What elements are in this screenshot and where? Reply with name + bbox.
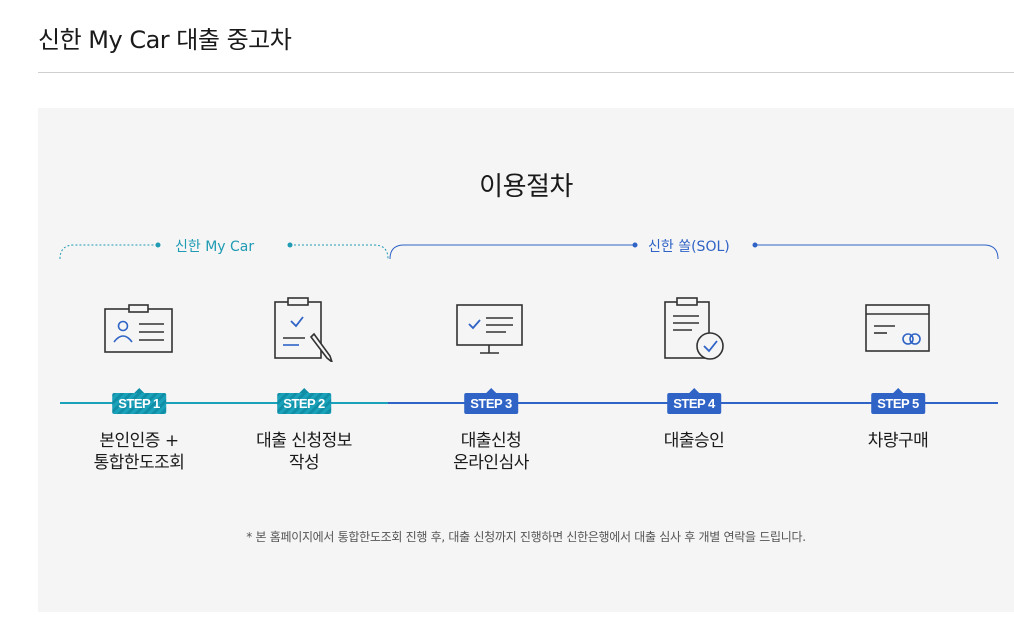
step-badge-4: STEP 4 [667,388,721,414]
clipboard-approved-icon [664,297,724,360]
step-label-line: 대출승인 [663,431,725,451]
step-label-line: 차량구매 [867,431,929,451]
step-label-4: 대출승인 [664,430,725,452]
group-label-mycar: 신한 My Car [169,238,261,256]
step-label-5: 차량구매 [868,430,929,452]
step-badge-2: STEP 2 [277,388,331,414]
step-label-line: 대출 신청정보 [256,431,352,451]
title-divider [38,72,1014,73]
step-label-line: 작성 [288,453,320,473]
step-label-line: 온라인심사 [453,453,529,473]
id-card-icon [104,304,173,353]
step-badge-3: STEP 3 [464,388,518,414]
group-label-sol: 신한 쏠(SOL) [642,238,736,256]
step-label-line: 대출신청 [460,431,522,451]
procedure-panel: 이용절차 신한 My Car 신한 쏠(SOL) [38,108,1014,612]
page-title: 신한 My Car 대출 중고차 [38,26,292,54]
step-label-1: 본인인증 + 통합한도조회 [94,430,185,474]
clipboard-pen-icon [274,297,333,362]
step-label-2: 대출 신청정보 작성 [256,430,352,474]
credit-card-icon [865,304,930,352]
step-label-3: 대출신청 온라인심사 [453,430,529,474]
procedure-timeline [59,242,999,404]
step-badge-5: STEP 5 [871,388,925,414]
step-label-line: 본인인증 + [99,431,179,451]
footnote: * 본 홈페이지에서 통합한도조회 진행 후, 대출 신청까지 진행하면 신한은… [246,530,806,544]
step-label-line: 통합한도조회 [93,453,185,473]
monitor-check-icon [456,304,523,354]
step-badge-1: STEP 1 [112,388,166,414]
section-title: 이용절차 [479,172,573,202]
